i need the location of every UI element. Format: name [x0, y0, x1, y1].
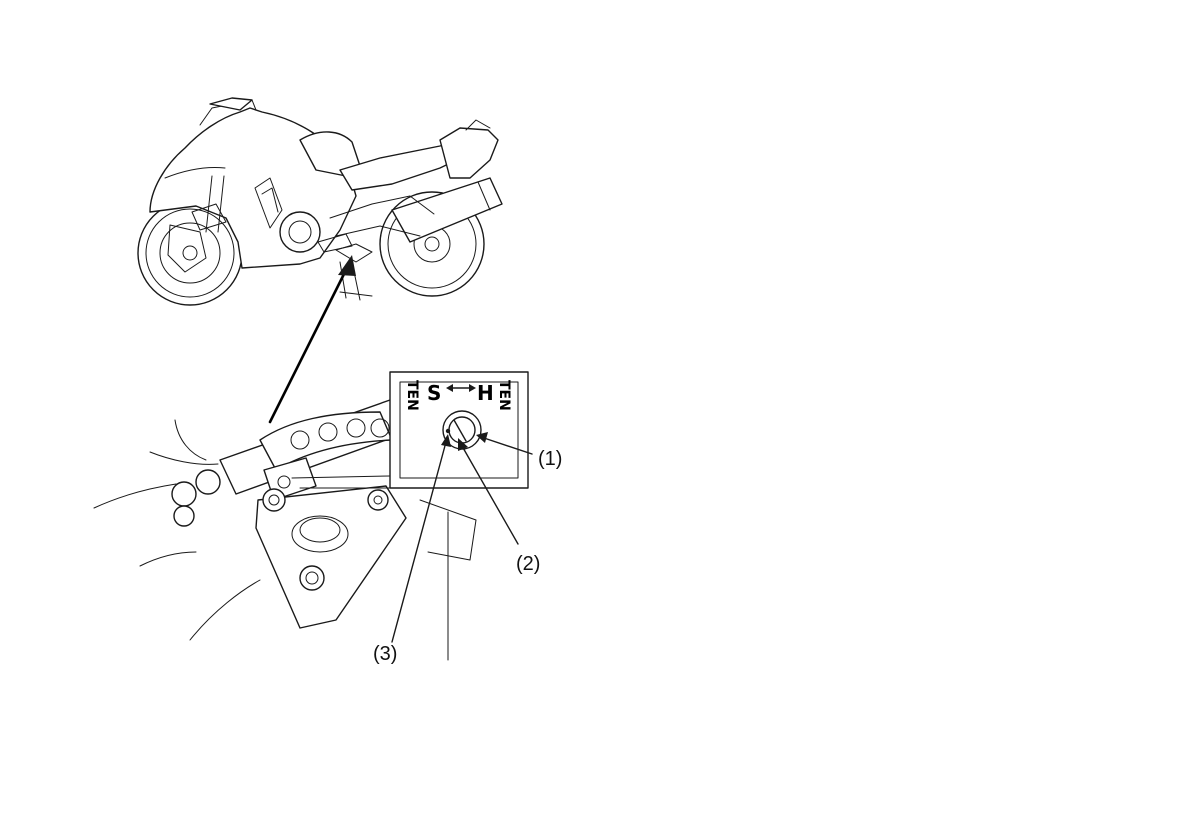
hard-mark: H	[477, 381, 494, 405]
motorcycle-body	[150, 98, 502, 300]
linkage-plate	[256, 486, 406, 628]
callout-1-label: (1)	[538, 448, 562, 470]
reference-mark	[446, 429, 450, 433]
tension-tag-right: TEN	[496, 380, 512, 411]
callout-2-label: (2)	[516, 553, 540, 575]
soft-mark: S	[427, 381, 441, 405]
motorcycle-overview	[138, 98, 502, 305]
callout-3-label: (3)	[373, 643, 397, 665]
tension-tag-left: TEN	[404, 380, 420, 411]
